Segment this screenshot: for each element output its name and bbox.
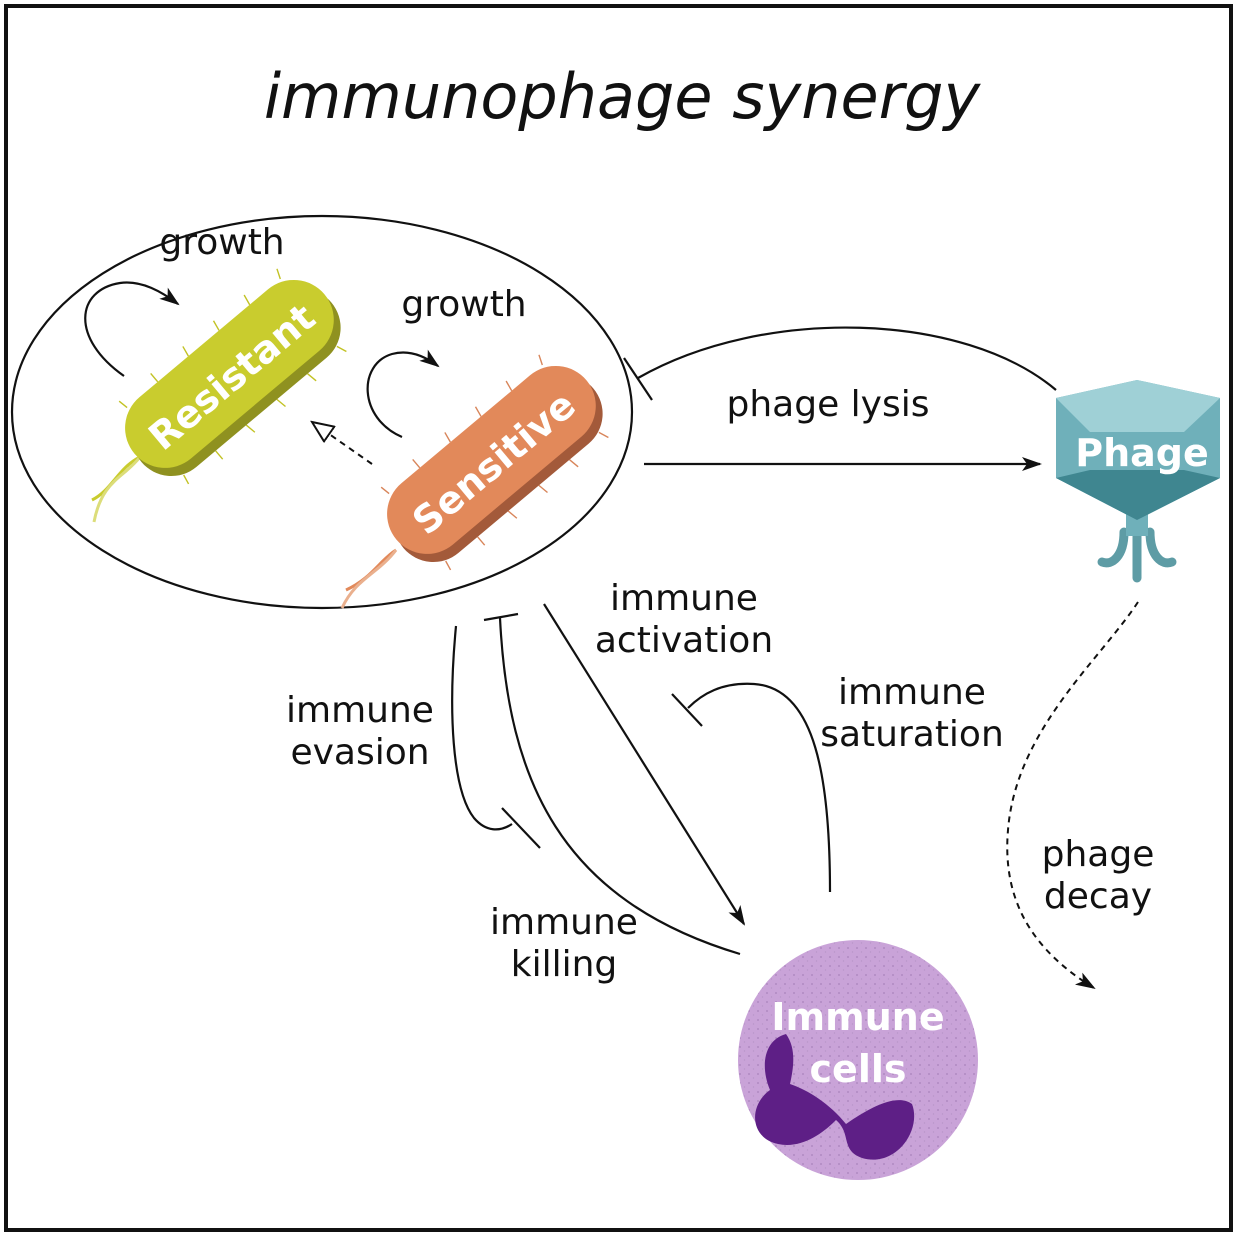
phage-decay-label-1: phage: [1042, 834, 1155, 875]
immune-cells: Immune cells: [738, 940, 978, 1180]
sensitive-flagellum: [345, 548, 397, 592]
bacteria-population-ellipse: [10, 214, 634, 610]
resistant-bacterium: Resistant: [91, 268, 347, 523]
sensitive-growth-label: growth: [401, 284, 526, 325]
resistant-growth-arrow: [84, 281, 180, 377]
immune-evasion-label-1: immune: [286, 690, 434, 731]
phage-tail-leg-right: [1145, 527, 1177, 568]
phage-label: Phage: [1075, 431, 1209, 475]
sensitive-flagellum-2: [340, 549, 398, 609]
immune-activation-arrow: [543, 603, 746, 926]
immune-label-line2: cells: [810, 1047, 907, 1091]
phage-neck: [1126, 514, 1148, 536]
immune-saturation-label-1: immune: [838, 672, 986, 713]
sensitive-growth-arrow: [366, 349, 440, 439]
immune-activation-label-1: immune: [610, 578, 758, 619]
phage-lysis-inhibition-bar: [623, 357, 653, 401]
immune-evasion-inhibition: [451, 625, 513, 831]
immune-saturation-inhibition-bar: [671, 693, 703, 727]
immune-activation-label-2: activation: [595, 620, 773, 661]
immune-killing-label-1: immune: [490, 902, 638, 943]
phage-lysis-label: phage lysis: [727, 384, 930, 425]
immune-evasion-inhibition-bar: [501, 807, 541, 849]
immune-nucleus: [755, 1034, 915, 1160]
figure-frame: [4, 4, 1233, 1232]
phage-lysis-inhibition: [637, 326, 1057, 391]
immune-killing-inhibition: [498, 617, 741, 956]
immune-saturation-inhibition: [687, 682, 832, 893]
resistant-flagellum-2: [92, 456, 142, 523]
immune-saturation-label-2: saturation: [820, 714, 1004, 755]
resistance-mutation-arrow: [312, 422, 373, 465]
phage: Phage: [1056, 380, 1220, 583]
immune-label-line1: Immune: [771, 995, 944, 1039]
phage-decay-arrow: [1006, 601, 1139, 990]
diagram-title: immunophage synergy: [264, 60, 982, 133]
immune-evasion-label-2: evasion: [290, 732, 429, 773]
immune-killing-inhibition-bar: [483, 612, 519, 622]
immune-killing-label-2: killing: [511, 944, 618, 985]
resistant-growth-label: growth: [159, 222, 284, 263]
phage-decay-label-2: decay: [1044, 876, 1152, 917]
sensitive-bacterium: Sensitive: [340, 354, 609, 609]
phage-tail-leg-left: [1097, 527, 1129, 568]
